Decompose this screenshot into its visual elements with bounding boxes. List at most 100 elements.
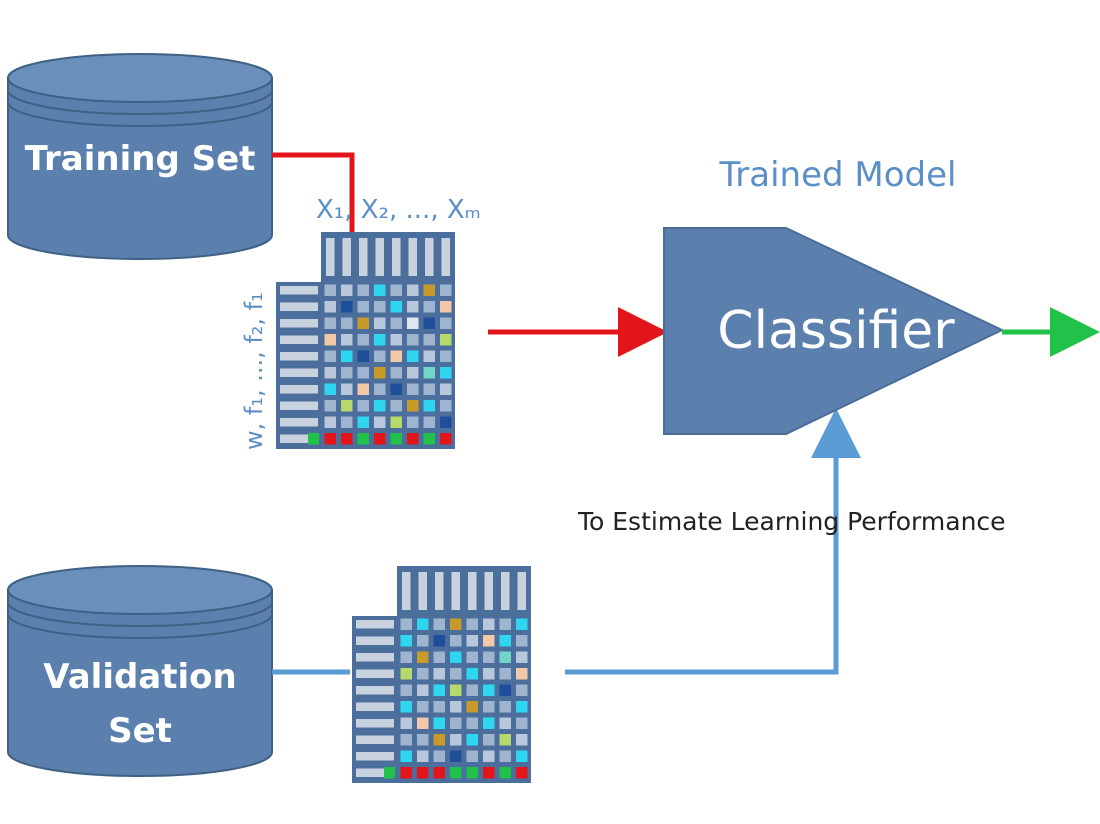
matrix-column-header — [342, 238, 351, 276]
matrix-cell — [417, 635, 429, 647]
matrix-row-label — [356, 653, 394, 662]
matrix-cell — [516, 635, 528, 647]
training-db-top — [7, 53, 273, 103]
matrix-row-label — [280, 418, 318, 427]
matrix-cell — [374, 367, 386, 379]
matrix-cell — [499, 701, 511, 713]
matrix-cell — [516, 701, 528, 713]
matrix-cell — [407, 416, 419, 428]
matrix-column-header — [418, 572, 427, 610]
training-set-database: Training Set — [7, 53, 273, 260]
matrix-cell — [324, 383, 336, 395]
estimate-performance-label: To Estimate Learning Performance — [577, 507, 1006, 536]
matrix-cell — [341, 400, 353, 412]
matrix-cell — [433, 668, 445, 680]
training-feature-matrix — [276, 232, 455, 449]
matrix-cell — [499, 750, 511, 762]
matrix-cell — [407, 334, 419, 346]
matrix-column-header — [435, 572, 444, 610]
matrix-cell — [440, 301, 452, 313]
matrix-cell — [450, 635, 462, 647]
matrix-cell — [324, 400, 336, 412]
matrix-cell — [516, 651, 528, 663]
matrix-cell — [516, 618, 528, 630]
matrix-cell — [466, 651, 478, 663]
matrix-cell — [499, 651, 511, 663]
matrix-cell — [423, 400, 435, 412]
matrix-cell — [324, 301, 336, 313]
matrix-cell — [357, 317, 369, 329]
matrix-row-label — [280, 434, 318, 443]
matrix-column-header — [408, 238, 417, 276]
matrix-cell — [483, 651, 495, 663]
validation-to-classifier-arrow — [565, 408, 861, 675]
matrix-cell — [499, 717, 511, 729]
matrix-cell — [433, 701, 445, 713]
matrix-cell — [450, 651, 462, 663]
matrix-cell — [417, 750, 429, 762]
matrix-cell — [423, 334, 435, 346]
matrix-row-label — [356, 686, 394, 695]
matrix-cell — [390, 400, 402, 412]
matrix-cell — [324, 350, 336, 362]
matrix-cell — [357, 416, 369, 428]
matrix-row-label — [356, 620, 394, 629]
matrix-column-header — [326, 238, 335, 276]
matrix-cell — [417, 684, 429, 696]
matrix-cell — [433, 618, 445, 630]
matrix-label-cell — [516, 767, 528, 779]
matrix-cell — [423, 284, 435, 296]
matrix-column-header — [441, 238, 450, 276]
validation-feature-matrix — [352, 566, 531, 783]
matrix-cell — [407, 400, 419, 412]
matrix-cell — [433, 684, 445, 696]
matrix-cell — [499, 734, 511, 746]
matrix-cell — [374, 317, 386, 329]
matrix-column-header — [375, 238, 384, 276]
matrix-cell — [433, 750, 445, 762]
matrix-cell — [499, 684, 511, 696]
matrix-cell — [516, 668, 528, 680]
matrix-cell — [423, 350, 435, 362]
matrix-cell — [390, 367, 402, 379]
matrix-cell — [390, 317, 402, 329]
matrix-cell — [374, 334, 386, 346]
matrix-cell — [440, 317, 452, 329]
matrix-label-cell — [423, 433, 435, 445]
matrix-cell — [440, 367, 452, 379]
matrix-cell — [516, 734, 528, 746]
validation-db-top — [7, 565, 273, 615]
matrix-cell — [516, 717, 528, 729]
matrix-cell — [324, 284, 336, 296]
matrix-cell — [423, 383, 435, 395]
matrix-cell — [374, 383, 386, 395]
matrix-cell — [440, 350, 452, 362]
matrix-cell — [357, 400, 369, 412]
matrix-cell — [407, 284, 419, 296]
training-set-label: Training Set — [25, 139, 256, 179]
matrix-cell — [357, 350, 369, 362]
matrix-cell — [423, 317, 435, 329]
matrix-cell — [407, 350, 419, 362]
weight-feature-label: w, f₁, ..., f₂, f₁ — [240, 292, 268, 450]
matrix-cell — [440, 416, 452, 428]
matrix-label-cell — [357, 433, 369, 445]
training-connector — [272, 152, 355, 234]
matrix-cell — [400, 651, 412, 663]
matrix-cell — [483, 750, 495, 762]
feature-header-label: X₁, X₂, ..., Xₘ — [316, 195, 481, 225]
matrix-row-label — [280, 368, 318, 377]
matrix-cell — [400, 618, 412, 630]
matrix-cell — [466, 701, 478, 713]
matrix-column-header — [392, 238, 401, 276]
validation-set-label-line1: Validation — [43, 657, 236, 697]
matrix-cell — [433, 734, 445, 746]
matrix-cell — [483, 717, 495, 729]
matrix-cell — [483, 635, 495, 647]
matrix-row-label — [280, 286, 318, 295]
matrix-row-label — [280, 385, 318, 394]
matrix-cell — [374, 301, 386, 313]
matrix-header-block — [321, 232, 455, 282]
matrix-cell — [407, 367, 419, 379]
